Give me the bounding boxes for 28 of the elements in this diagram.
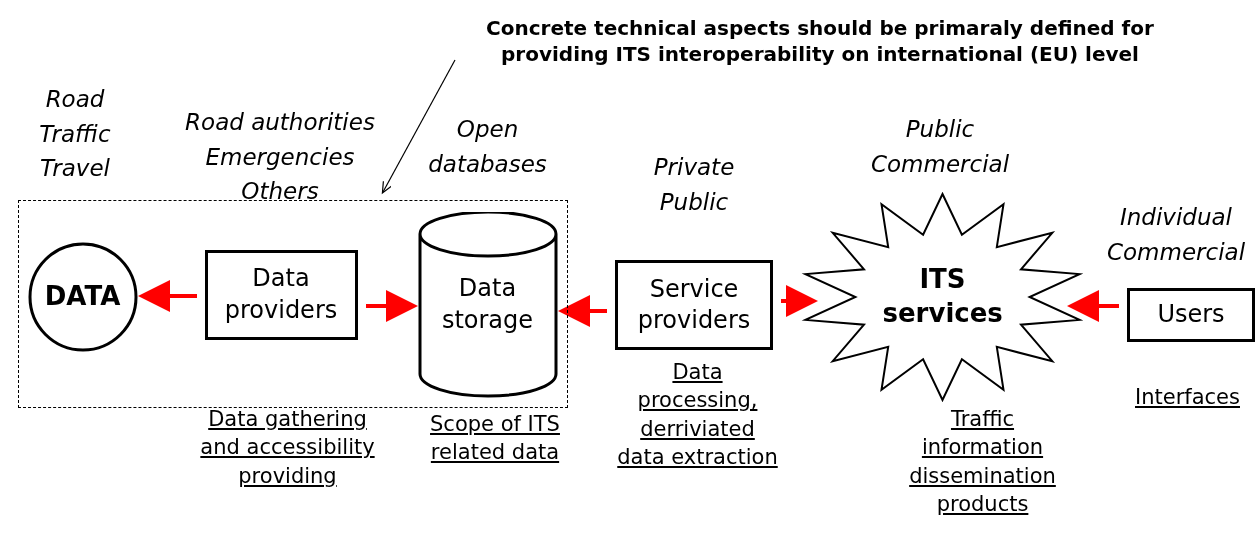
role-caption: Road authorities Emergencies Others — [184, 108, 376, 206]
function-caption: Interfaces — [1134, 384, 1241, 411]
annotation-text: Concrete technical aspects should be primaraly defined for providing ITS interoperability on international (EU) level — [485, 15, 1155, 67]
node-label: Data storage — [440, 273, 535, 336]
role-caption: Public Commercial — [869, 115, 1011, 179]
arrow — [138, 280, 197, 312]
role-caption: Individual Commercial — [1105, 203, 1247, 267]
arrow — [1067, 290, 1119, 322]
node-label: Users — [1157, 299, 1225, 331]
function-caption: Traffic information dissemination products — [908, 406, 1057, 519]
role-caption: Private Public — [652, 153, 736, 217]
function-caption: Data gathering and accessibility providing — [199, 406, 376, 490]
process-box — [615, 260, 773, 350]
node-label: ITS services — [882, 263, 1003, 330]
function-caption: Data processing, derriviated data extraction — [616, 359, 779, 472]
process-box — [1127, 288, 1255, 342]
role-caption: Road Traffic Travel — [38, 85, 112, 183]
dashed-boundary — [18, 200, 568, 408]
function-caption: Scope of ITS related data — [429, 411, 561, 467]
arrow — [366, 290, 418, 322]
arrow — [558, 295, 607, 327]
node-label: DATA — [44, 279, 121, 313]
leader-line — [381, 59, 456, 194]
node-label: Data providers — [223, 263, 339, 326]
role-caption: Open databases — [427, 115, 548, 179]
arrow — [781, 285, 818, 317]
node-label: Service providers — [636, 273, 752, 336]
process-box — [204, 249, 358, 340]
